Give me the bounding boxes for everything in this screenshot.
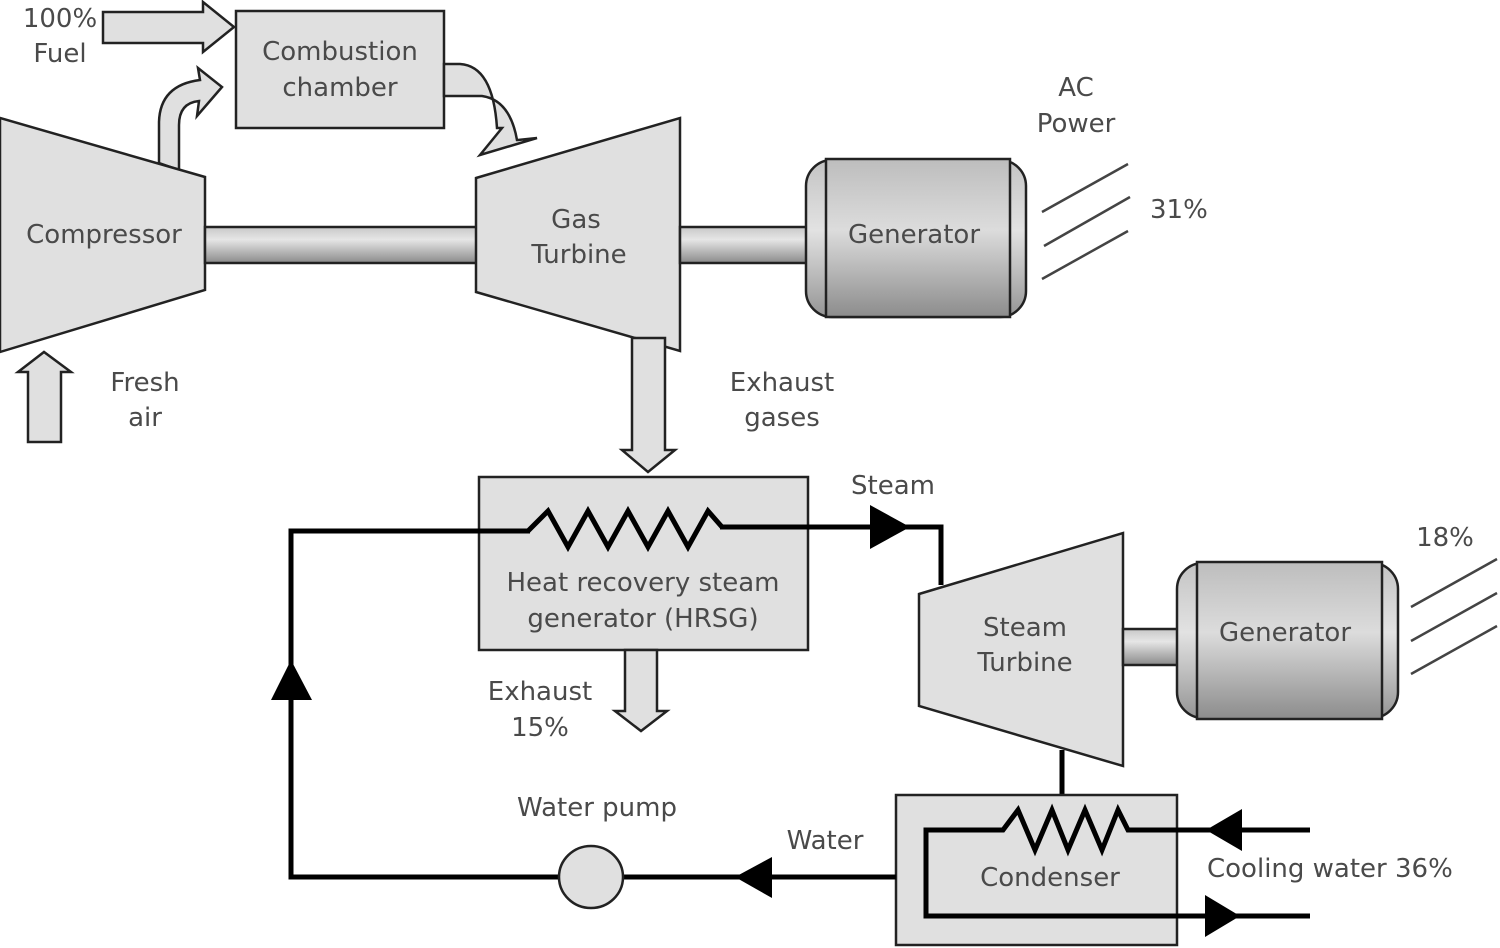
generator-2-shaft bbox=[1121, 627, 1181, 667]
generator-1: Generator bbox=[804, 157, 1028, 319]
exhaust-gases-arrow-icon bbox=[618, 336, 679, 474]
condenser-coil-icon bbox=[923, 803, 1310, 919]
steam-turbine-label-1: Steam bbox=[983, 613, 1067, 643]
exhaust-gases-flow: Exhaust gases bbox=[618, 336, 834, 474]
combustion-chamber: Combustion chamber bbox=[234, 9, 446, 130]
exhaust-gases-label-1: Exhaust bbox=[730, 368, 834, 398]
hrsg-label-2: generator (HRSG) bbox=[527, 604, 758, 634]
hrsg-label-1: Heat recovery steam bbox=[507, 568, 780, 598]
gas-turbine-label-1: Gas bbox=[551, 205, 601, 235]
condenser: Condenser bbox=[894, 793, 1310, 947]
cooling-water-out-arrow-icon bbox=[1205, 895, 1240, 937]
generator-2: Generator bbox=[1175, 560, 1400, 721]
steam-power-percent: 18% bbox=[1416, 523, 1474, 553]
ac-power-label-2: Power bbox=[1037, 109, 1116, 139]
water-label: Water bbox=[787, 826, 864, 856]
exhaust-arrow-icon bbox=[611, 648, 671, 733]
steam-label: Steam bbox=[851, 471, 935, 501]
condenser-label: Condenser bbox=[980, 863, 1120, 893]
fresh-air-label-1: Fresh bbox=[110, 368, 179, 398]
ac-power-output: AC Power 31% bbox=[1037, 73, 1208, 281]
combustion-chamber-label-1: Combustion bbox=[262, 37, 418, 67]
exhaust-output: Exhaust 15% bbox=[488, 648, 671, 743]
fresh-air-input: Fresh air bbox=[14, 350, 180, 444]
hrsg-coil-icon bbox=[526, 505, 724, 553]
fuel-arrow-icon bbox=[101, 0, 236, 55]
compressed-air-arrow-icon bbox=[157, 65, 224, 172]
cooling-water-label: Cooling water 36% bbox=[1207, 854, 1453, 884]
fresh-air-label-2: air bbox=[128, 403, 162, 433]
exhaust-gases-label-2: gases bbox=[744, 403, 820, 433]
water-arrow-head-icon bbox=[735, 857, 772, 898]
cooling-water-in-arrow-icon bbox=[1206, 809, 1242, 851]
hrsg: Heat recovery steam generator (HRSG) bbox=[477, 475, 810, 652]
gas-turbine: Gas Turbine bbox=[474, 116, 682, 353]
water-pump: Water pump bbox=[517, 793, 677, 910]
generator-1-label: Generator bbox=[848, 220, 980, 250]
ac-power-label-1: AC bbox=[1058, 73, 1093, 103]
water-steam-loop bbox=[271, 505, 944, 880]
steam-arrow-head-icon bbox=[870, 505, 910, 549]
fuel-label: Fuel bbox=[33, 39, 86, 69]
power-lines-icon bbox=[1410, 557, 1498, 676]
generator-2-label: Generator bbox=[1219, 618, 1351, 648]
compressor-label: Compressor bbox=[26, 220, 182, 250]
exhaust-percent: 15% bbox=[511, 713, 569, 743]
hot-gas-arrow-icon bbox=[442, 62, 538, 158]
generator-1-shaft bbox=[678, 225, 810, 265]
gas-turbine-label-2: Turbine bbox=[530, 240, 626, 270]
steam-turbine: Steam Turbine bbox=[917, 531, 1125, 768]
feedwater-pipe bbox=[288, 528, 560, 880]
gas-turbine-shaft bbox=[203, 225, 479, 265]
water-pump-label: Water pump bbox=[517, 793, 677, 823]
ac-power-percent: 31% bbox=[1150, 195, 1208, 225]
steam-power-output: 18% bbox=[1410, 523, 1498, 676]
fuel-percent-label: 100% bbox=[23, 4, 97, 34]
combustion-chamber-label-2: chamber bbox=[282, 73, 398, 103]
fresh-air-arrow-icon bbox=[14, 350, 75, 444]
compressor: Compressor bbox=[0, 116, 207, 354]
power-lines-icon bbox=[1041, 162, 1131, 281]
steam-pipe bbox=[720, 524, 944, 585]
steam-turbine-label-2: Turbine bbox=[976, 648, 1072, 678]
fuel-input: 100% Fuel bbox=[23, 0, 236, 69]
exhaust-label: Exhaust bbox=[488, 677, 592, 707]
feedwater-arrow-head-icon bbox=[271, 660, 312, 700]
